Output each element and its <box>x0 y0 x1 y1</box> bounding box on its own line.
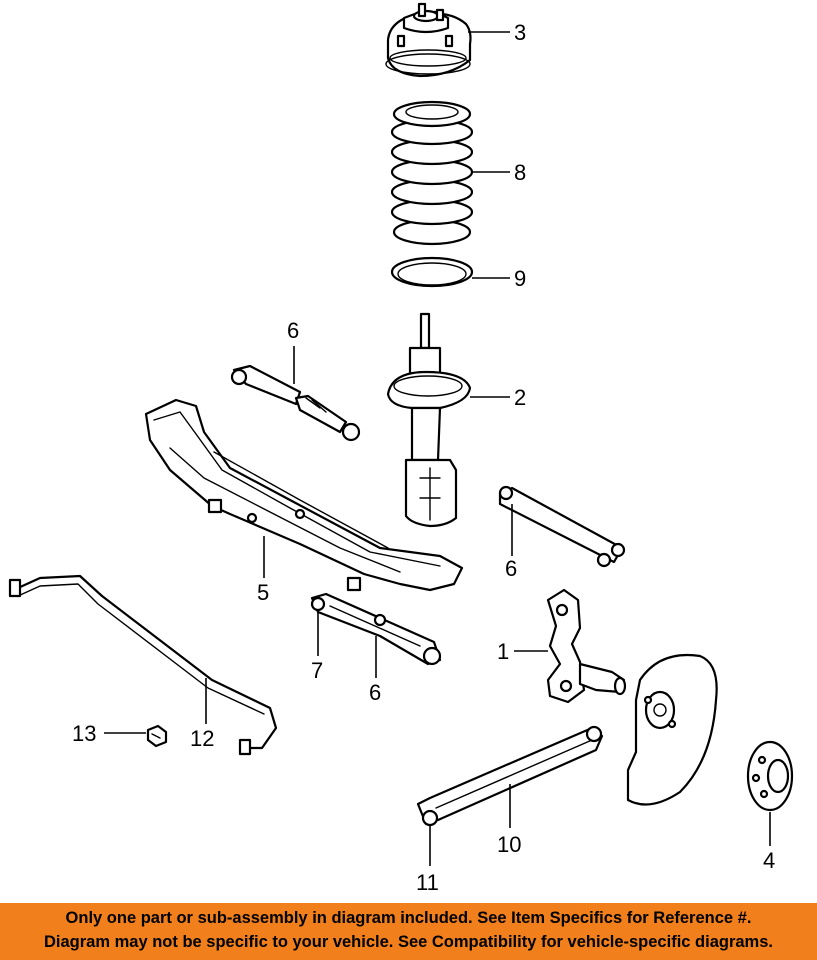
callout-7: 7 <box>311 658 323 683</box>
knuckle-part <box>546 588 627 704</box>
callout-13: 13 <box>72 721 96 746</box>
callout-6-upper: 6 <box>287 318 299 343</box>
upper-link-arm-part <box>230 364 361 442</box>
coil-spring-part <box>390 100 474 246</box>
callout-12: 12 <box>190 726 214 751</box>
callout-10: 10 <box>497 832 521 857</box>
callout-6-right: 6 <box>505 556 517 581</box>
strut-mount-part <box>385 2 472 78</box>
backing-plate-part <box>626 654 718 806</box>
callout-4: 4 <box>763 848 775 873</box>
crossmember-part <box>144 398 464 592</box>
wheel-hub-part <box>746 740 794 812</box>
trailing-arm-part <box>416 725 604 827</box>
disclaimer-line-2: Diagram may not be specific to your vehi… <box>44 933 773 951</box>
callout-11: 11 <box>416 870 439 895</box>
callout-6-lower: 6 <box>369 680 381 705</box>
callout-8: 8 <box>514 160 526 185</box>
callout-1: 1 <box>497 639 509 664</box>
spring-insulator-part <box>390 256 474 288</box>
rear-link-arm-part <box>498 485 626 568</box>
leader-lines <box>104 31 771 866</box>
strut-assembly-part <box>386 312 472 528</box>
disclaimer-line-1: Only one part or sub-assembly in diagram… <box>65 909 752 927</box>
stabilizer-bar-part <box>8 574 278 756</box>
callout-2: 2 <box>514 385 526 410</box>
nut-part <box>146 724 168 748</box>
callout-9: 9 <box>514 266 526 291</box>
suspension-parts-diagram: 3 8 9 6 2 6 5 1 7 6 13 12 10 4 11 <box>8 2 794 895</box>
disclaimer-banner: Only one part or sub-assembly in diagram… <box>0 903 817 960</box>
callout-5: 5 <box>257 580 269 605</box>
callout-3: 3 <box>514 20 526 45</box>
